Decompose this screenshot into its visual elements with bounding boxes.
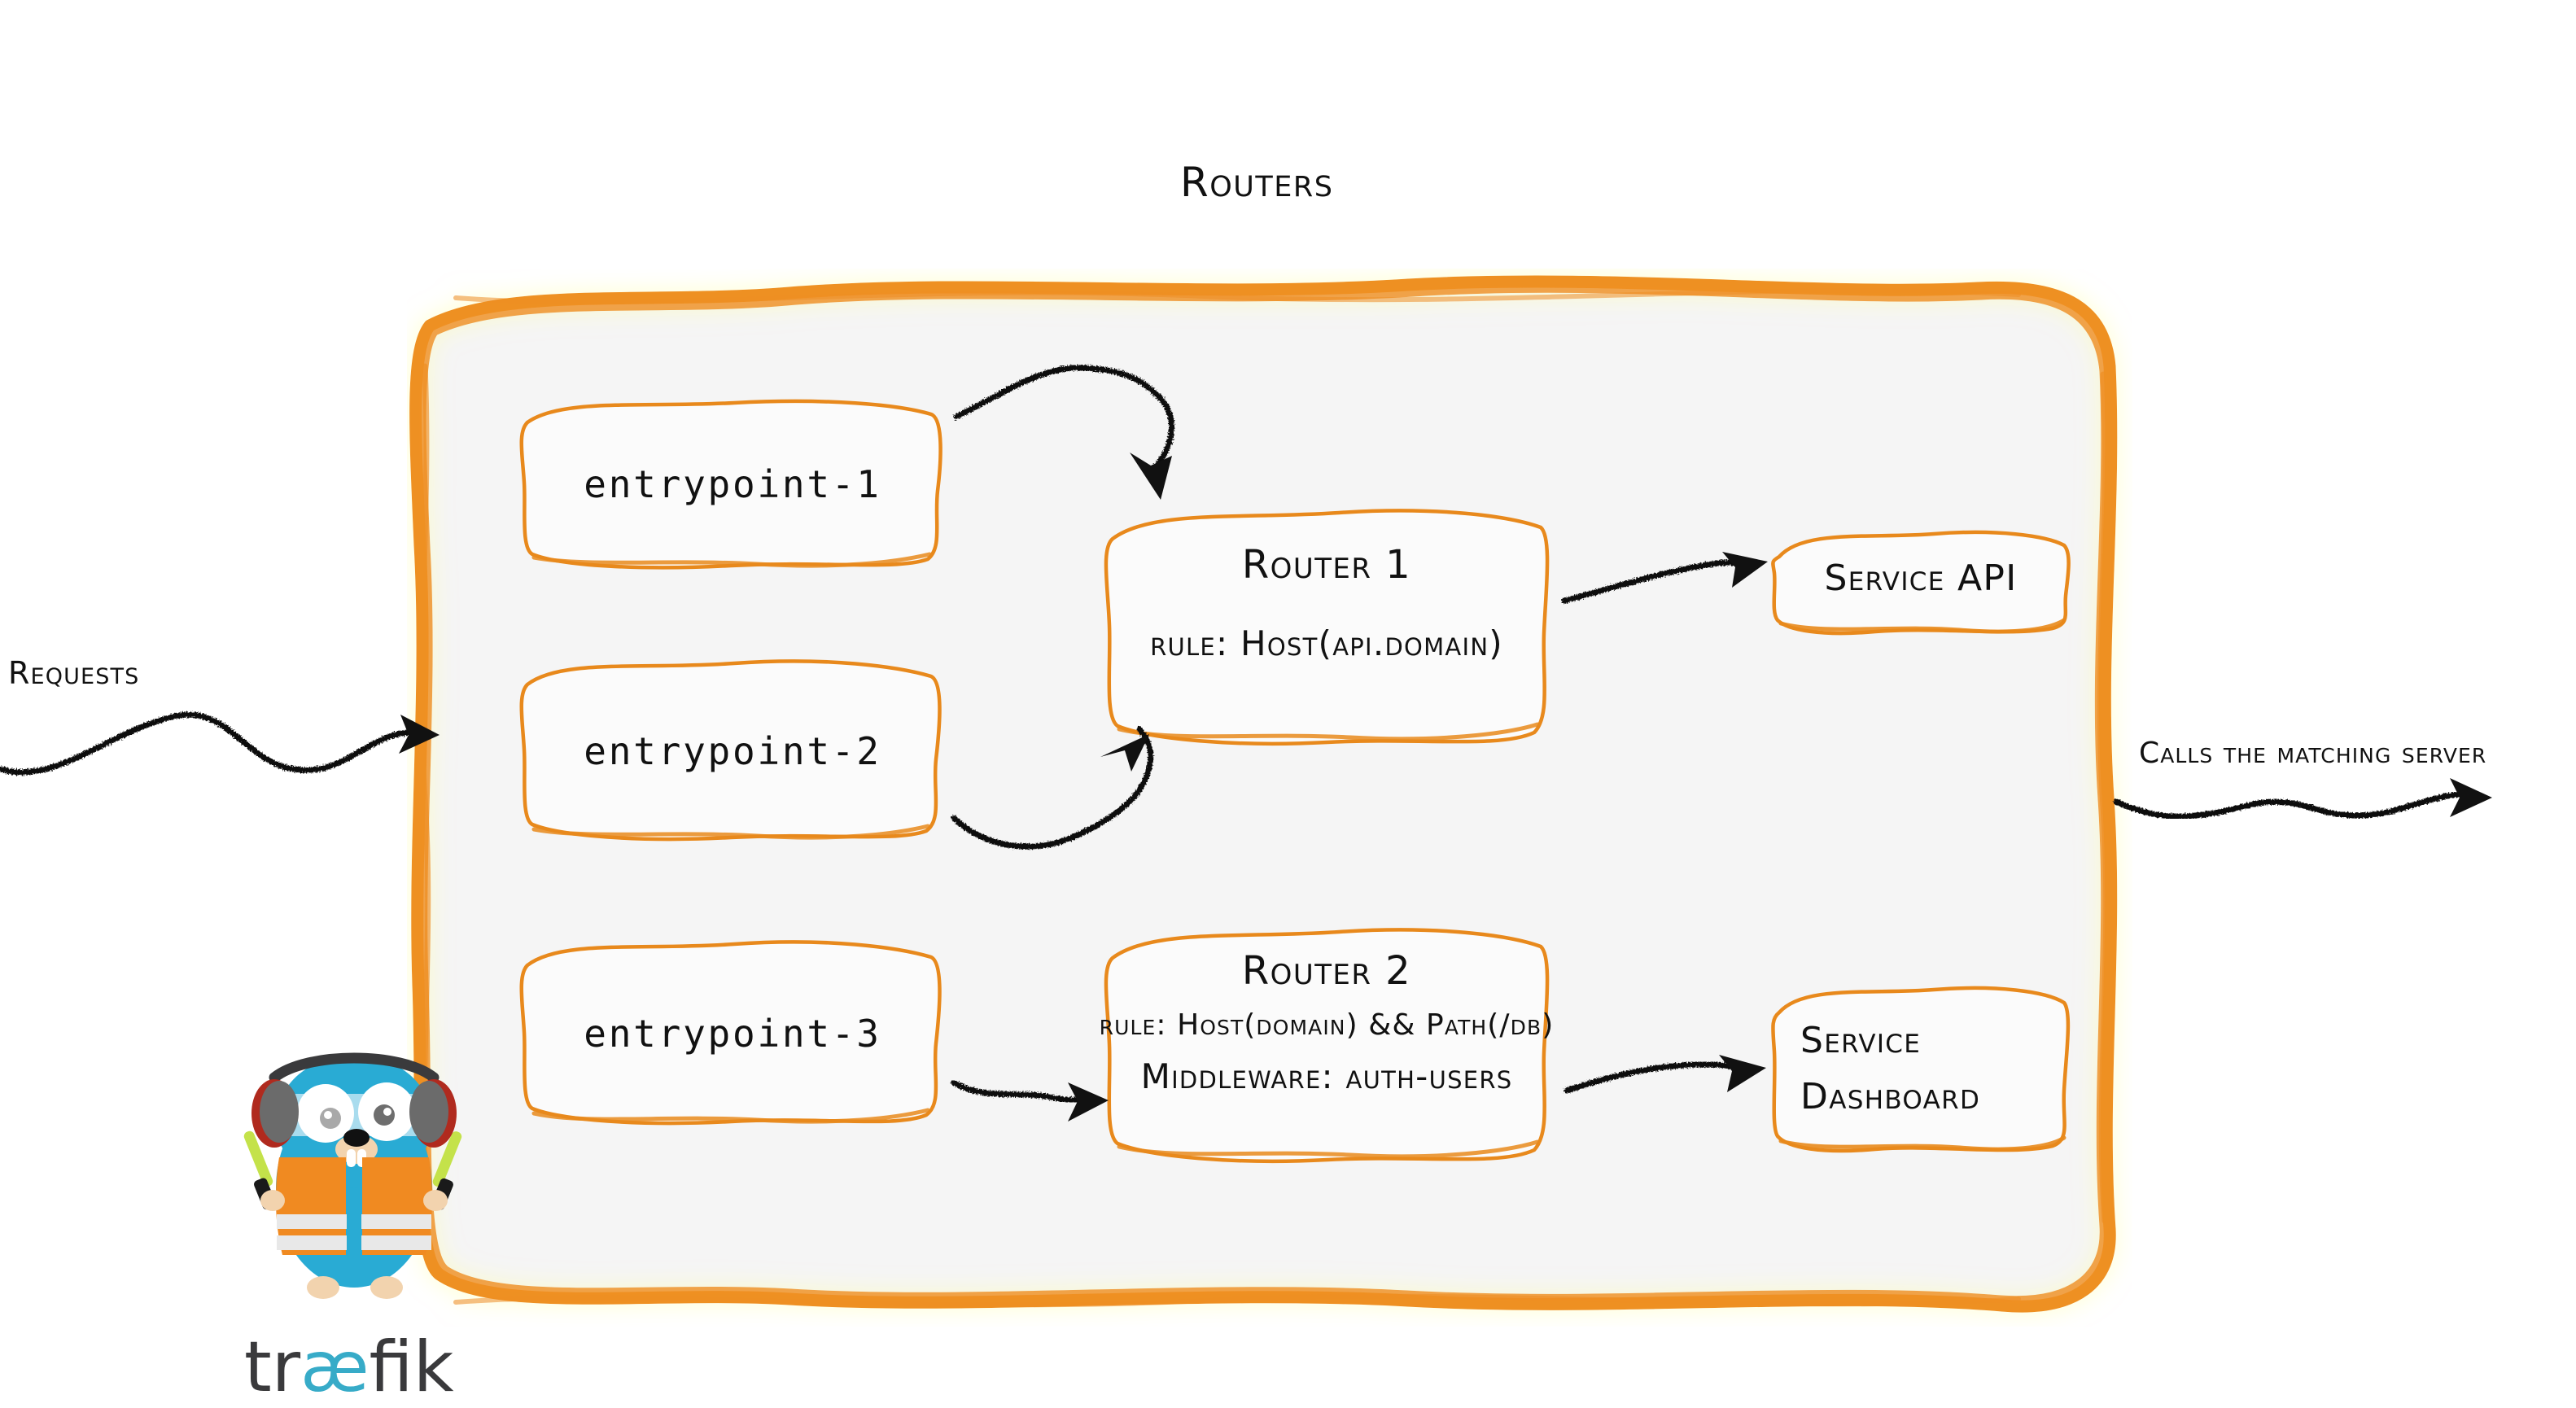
service-box-dashboard-border — [1771, 986, 2071, 1153]
entrypoint-box-1-border — [519, 399, 942, 570]
entrypoint-box-3[interactable]: entrypoint-3 — [513, 928, 952, 1139]
traefik-wordmark: træfik — [244, 1327, 480, 1408]
gopher-nose — [343, 1129, 370, 1147]
gopher-foot-left — [307, 1276, 339, 1299]
router-box-1[interactable]: Router 1 rule: Host(api.domain) — [1095, 495, 1559, 759]
arrow-requests — [0, 711, 440, 776]
requests-label: Requests — [8, 655, 140, 691]
entrypoint-box-2[interactable]: entrypoint-2 — [513, 647, 952, 855]
entrypoint-box-1[interactable]: entrypoint-1 — [513, 387, 952, 582]
wordmark-ligature: æ — [300, 1327, 370, 1408]
traefik-gopher-mascot — [243, 1052, 462, 1299]
service-box-api[interactable]: Service API — [1766, 521, 2075, 636]
entrypoint-box-3-border — [519, 940, 942, 1126]
gopher-hand-left — [260, 1190, 285, 1211]
wordmark-part1: tr — [244, 1327, 301, 1408]
ear-defenders-headband — [269, 1052, 440, 1083]
gopher-foot-right — [370, 1276, 403, 1299]
safety-vest — [275, 1157, 433, 1255]
ear-defender-left — [251, 1079, 299, 1148]
page-title: Routers — [1180, 159, 1334, 206]
arrow-calls-server — [2113, 778, 2492, 820]
entrypoint-box-2-border — [519, 659, 942, 842]
router-box-1-border — [1104, 509, 1550, 746]
service-box-dashboard[interactable]: Service Dashboard — [1766, 977, 2075, 1160]
calls-server-label: Calls the matching server — [2139, 737, 2487, 770]
ear-defender-right — [409, 1079, 457, 1148]
router-box-2[interactable]: Router 2 rule: Host(domain) && Path(/db)… — [1095, 916, 1559, 1176]
gopher-hand-right — [423, 1190, 448, 1211]
wordmark-part2: fik — [369, 1327, 454, 1408]
service-box-api-border — [1771, 530, 2071, 636]
router-box-2-border — [1104, 928, 1550, 1163]
